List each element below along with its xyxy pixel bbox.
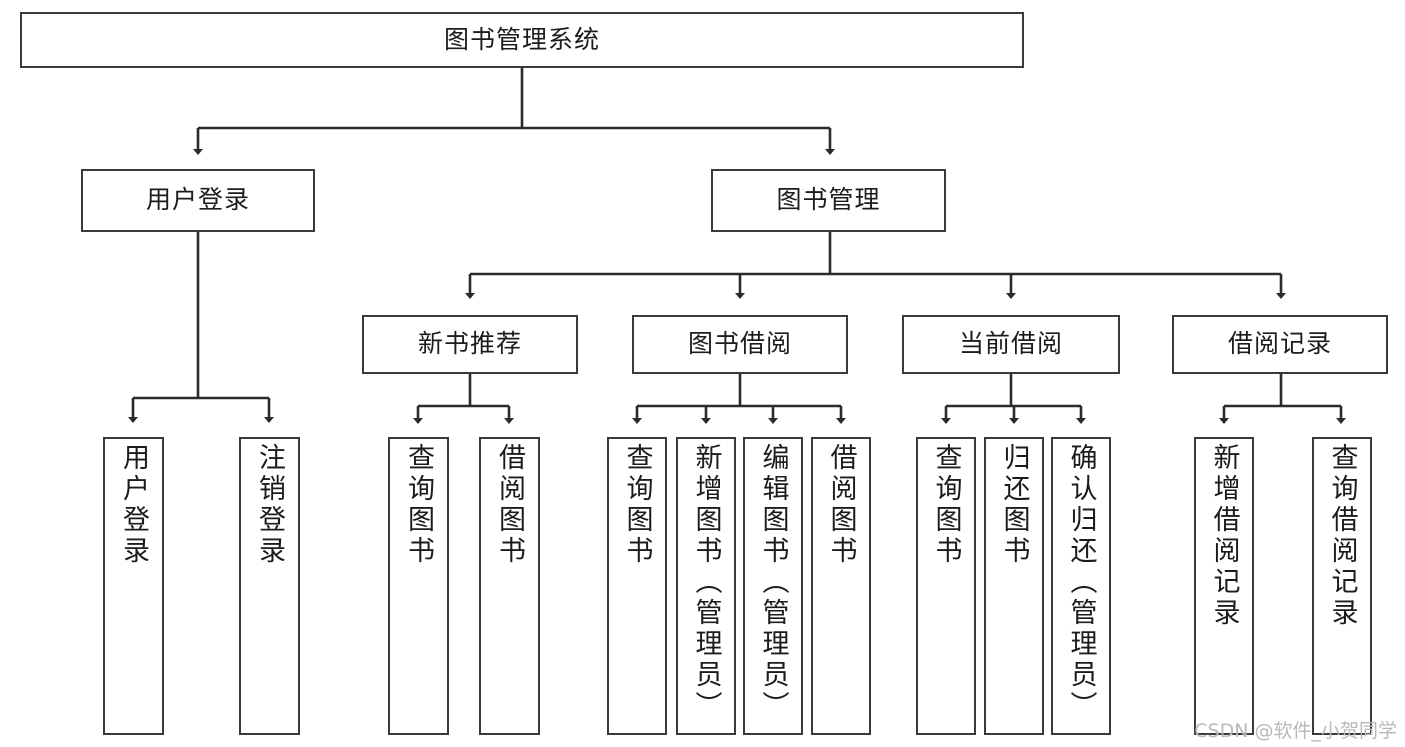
leaf-borrow-book[interactable]: 借阅图书 bbox=[811, 437, 871, 735]
node-label: 编辑图书（管理员） bbox=[757, 443, 789, 722]
leaf-confirm-return-admin[interactable]: 确认归还（管理员） bbox=[1051, 437, 1111, 735]
node-book-management[interactable]: 图书管理 bbox=[711, 169, 946, 232]
node-label: 当前借阅 bbox=[958, 329, 1063, 359]
node-label: 查询图书 bbox=[930, 443, 962, 567]
node-label: 新增图书（管理员） bbox=[690, 443, 722, 722]
node-new-book-recommendation[interactable]: 新书推荐 bbox=[362, 315, 578, 374]
leaf-query-book-borrow[interactable]: 查询图书 bbox=[607, 437, 667, 735]
node-current-borrow[interactable]: 当前借阅 bbox=[902, 315, 1120, 374]
node-label: 借阅图书 bbox=[825, 443, 857, 567]
node-label: 新书推荐 bbox=[417, 329, 522, 359]
leaf-query-book-recommend[interactable]: 查询图书 bbox=[388, 437, 449, 735]
node-label: 图书管理系统 bbox=[443, 24, 600, 54]
node-label: 查询图书 bbox=[403, 443, 434, 567]
leaf-query-book-current[interactable]: 查询图书 bbox=[916, 437, 976, 735]
node-borrow-record[interactable]: 借阅记录 bbox=[1172, 315, 1388, 374]
node-label: 归还图书 bbox=[998, 443, 1030, 567]
node-label: 确认归还（管理员） bbox=[1065, 443, 1097, 722]
leaf-add-borrow-record[interactable]: 新增借阅记录 bbox=[1194, 437, 1254, 735]
node-label: 查询借阅记录 bbox=[1326, 443, 1358, 629]
node-label: 借阅图书 bbox=[494, 443, 525, 567]
node-label: 图书管理 bbox=[776, 185, 881, 215]
csdn-watermark: CSDN @软件_小贺同学 bbox=[1194, 720, 1397, 742]
node-label: 借阅记录 bbox=[1227, 329, 1332, 359]
node-label: 查询图书 bbox=[621, 443, 653, 567]
leaf-edit-book-admin[interactable]: 编辑图书（管理员） bbox=[743, 437, 803, 735]
node-label: 图书借阅 bbox=[687, 329, 792, 359]
leaf-return-book[interactable]: 归还图书 bbox=[984, 437, 1044, 735]
node-label: 用户登录 bbox=[118, 443, 149, 567]
node-label: 用户登录 bbox=[145, 185, 250, 215]
leaf-add-book-admin[interactable]: 新增图书（管理员） bbox=[676, 437, 736, 735]
node-label: 注销登录 bbox=[254, 443, 285, 567]
leaf-borrow-book-recommend[interactable]: 借阅图书 bbox=[479, 437, 540, 735]
node-label: 新增借阅记录 bbox=[1208, 443, 1240, 629]
node-user-login[interactable]: 用户登录 bbox=[81, 169, 315, 232]
node-root-library-management-system[interactable]: 图书管理系统 bbox=[20, 12, 1024, 68]
leaf-user-login[interactable]: 用户登录 bbox=[103, 437, 164, 735]
leaf-query-borrow-record[interactable]: 查询借阅记录 bbox=[1312, 437, 1372, 735]
leaf-logout[interactable]: 注销登录 bbox=[239, 437, 300, 735]
node-book-borrow[interactable]: 图书借阅 bbox=[632, 315, 848, 374]
